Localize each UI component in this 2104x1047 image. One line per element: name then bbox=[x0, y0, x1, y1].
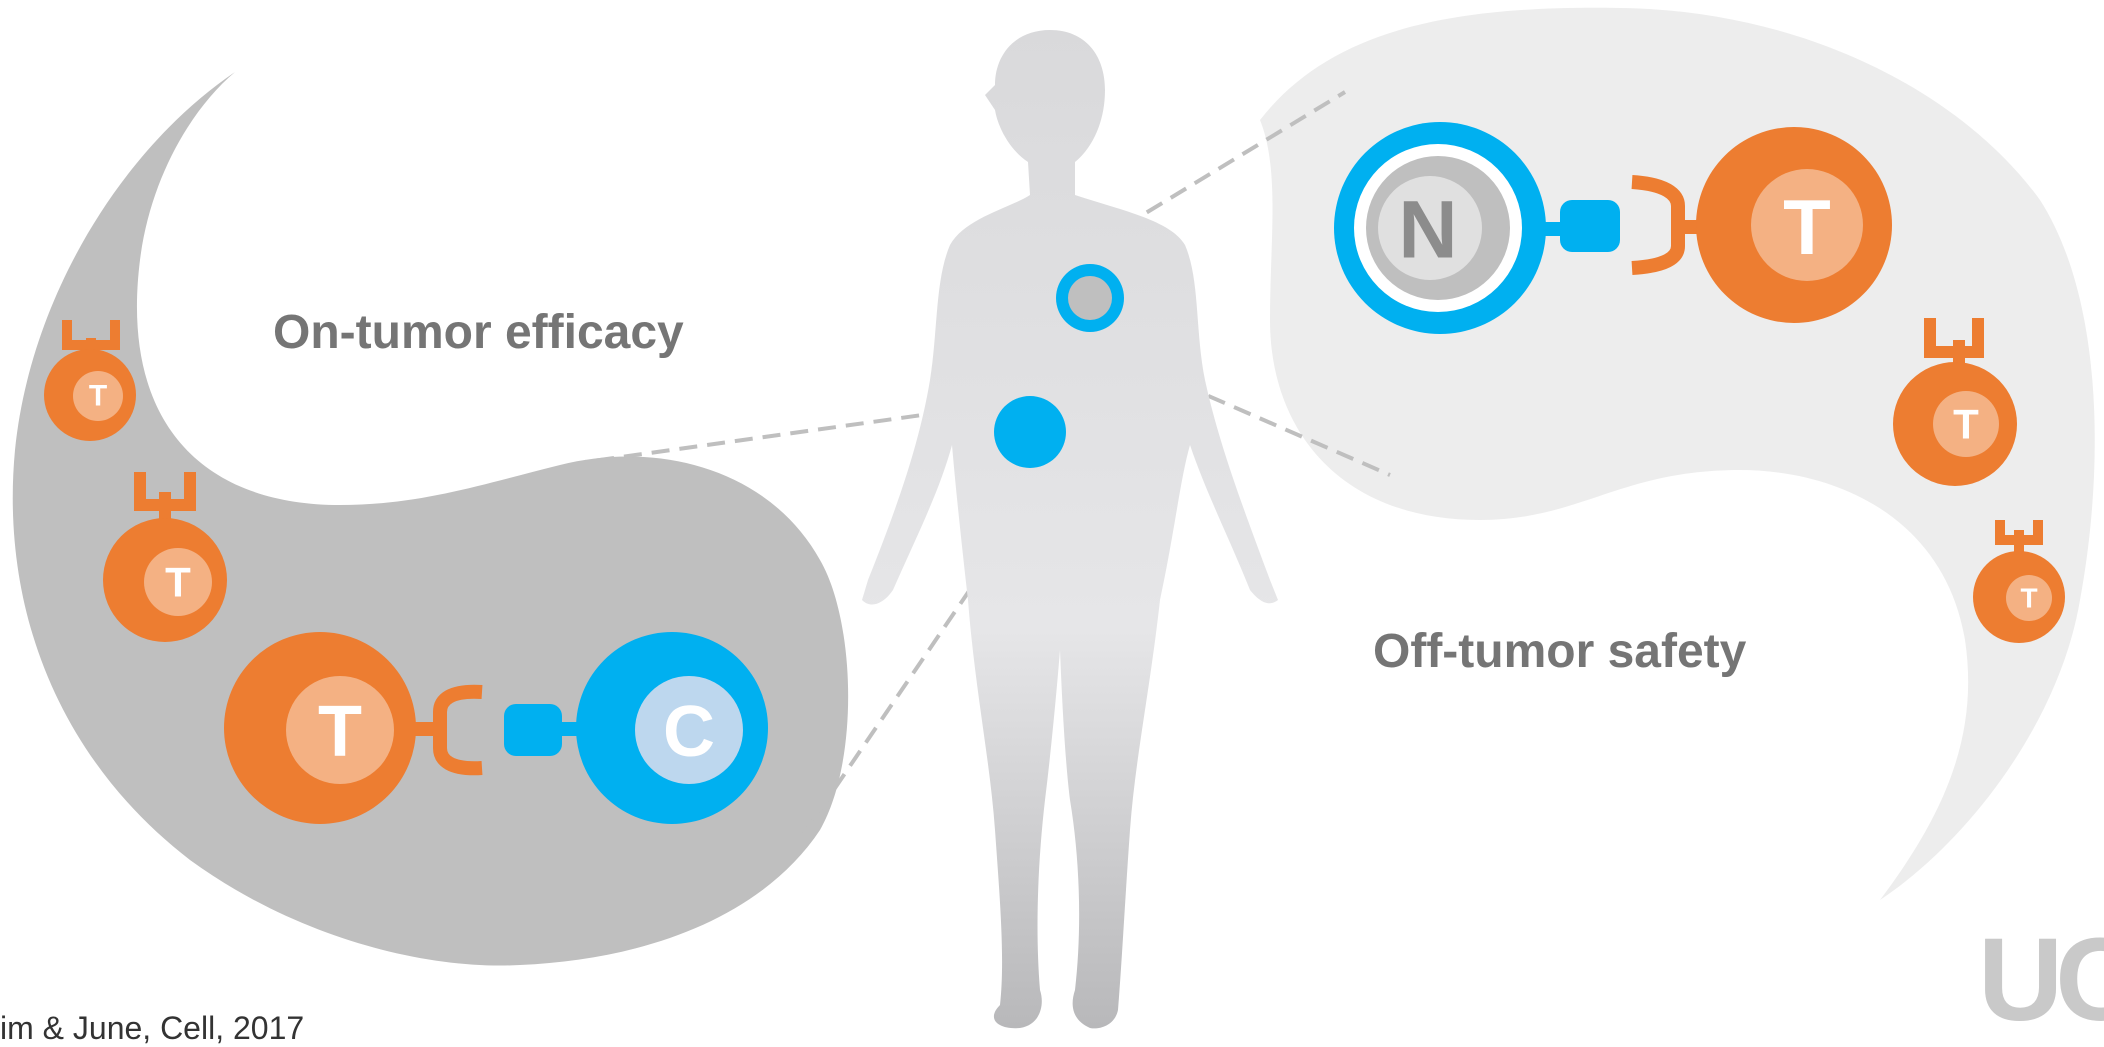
t-cell-letter: T bbox=[1783, 183, 1831, 271]
t-cell-letter: T bbox=[318, 692, 362, 772]
cancer-cell-letter: C bbox=[663, 692, 715, 772]
t-cell-letter: T bbox=[1953, 401, 1979, 448]
human-silhouette-icon bbox=[862, 30, 1278, 1029]
normal-cell: N bbox=[1334, 122, 1620, 334]
uc-logo: UC bbox=[1978, 914, 2104, 1039]
t-cell-letter: T bbox=[89, 380, 107, 413]
car-receptor-icon bbox=[1995, 520, 2043, 545]
off-tumor-label: Off-tumor safety bbox=[1373, 625, 1747, 678]
t-cell-small-4: T bbox=[1973, 520, 2065, 643]
cancer-cell: C bbox=[504, 632, 768, 824]
car-receptor-icon bbox=[433, 684, 483, 776]
t-cell-large-left: T bbox=[224, 632, 483, 824]
tumor-marker bbox=[994, 396, 1066, 468]
car-receptor-icon bbox=[1924, 318, 1984, 358]
normal-cell-letter: N bbox=[1398, 185, 1457, 276]
t-cell-small-3: T bbox=[1893, 318, 2017, 486]
car-receptor-icon bbox=[134, 472, 196, 511]
t-cell-letter: T bbox=[165, 559, 191, 606]
antigen-icon bbox=[504, 704, 562, 756]
car-receptor-icon bbox=[1631, 175, 1685, 275]
t-cell-large-right: T bbox=[1631, 127, 1892, 323]
t-cell-letter: T bbox=[2020, 583, 2037, 614]
t-cell-small-1: T bbox=[44, 320, 136, 441]
on-tumor-label: On-tumor efficacy bbox=[273, 306, 684, 359]
antigen-icon bbox=[1560, 200, 1620, 252]
normal-tissue-marker-core bbox=[1068, 276, 1112, 320]
citation: im & June, Cell, 2017 bbox=[0, 1010, 305, 1046]
on-tumor-blob bbox=[12, 72, 849, 966]
car-receptor-icon bbox=[62, 320, 120, 350]
t-cell-small-2: T bbox=[103, 472, 227, 642]
